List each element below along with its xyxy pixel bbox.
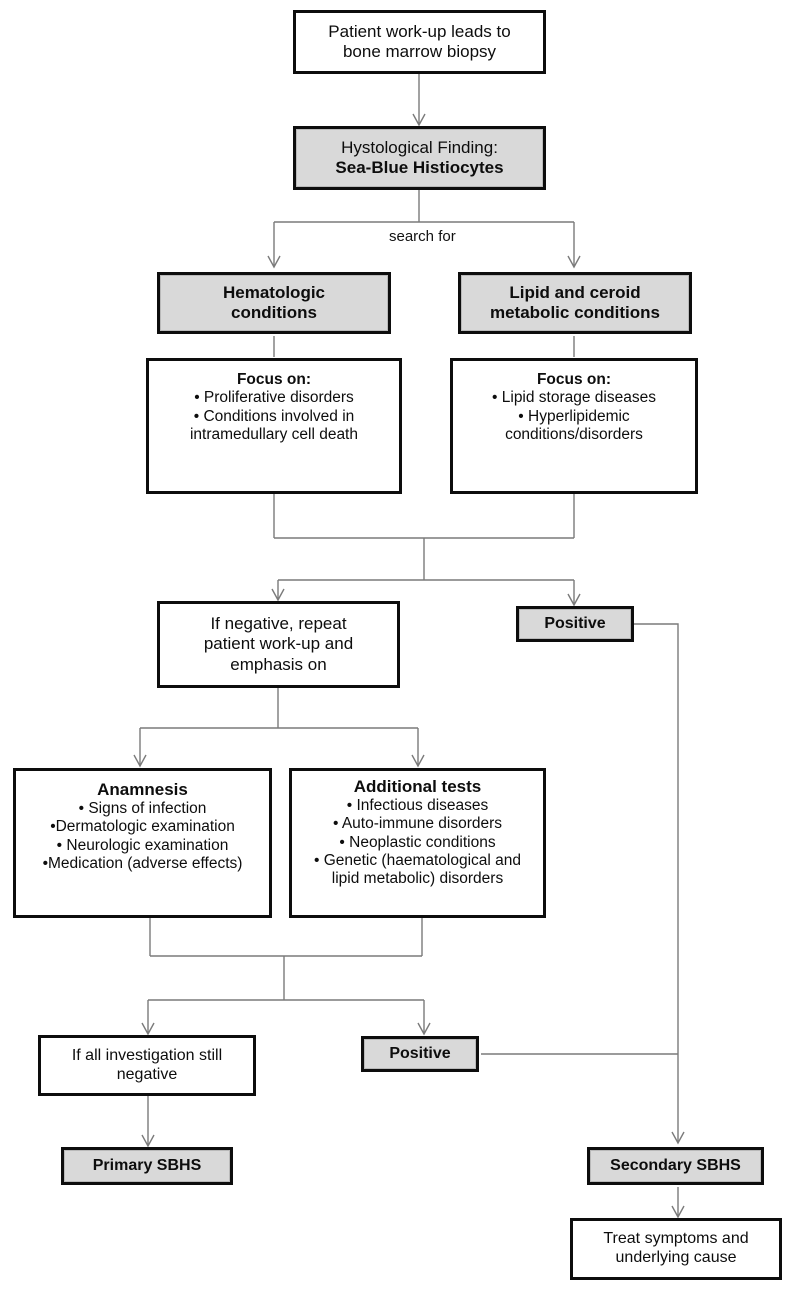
node-additional-tests-item1: • Infectious diseases <box>346 797 489 815</box>
node-histology-line1: Hystological Finding: <box>341 137 498 157</box>
node-additional-tests-heading: Additional tests <box>353 777 482 796</box>
node-anamnesis-item4: •Medication (adverse effects) <box>42 854 243 872</box>
node-anamnesis-heading: Anamnesis <box>97 780 188 799</box>
node-focus-hem-heading: Focus on: <box>236 371 312 388</box>
node-hematologic-conditions[interactable]: Hematologic conditions <box>157 272 391 334</box>
node-focus-hem-item1: • Proliferative disorders <box>194 389 354 407</box>
node-histological-finding[interactable]: Hystological Finding: Sea-Blue Histiocyt… <box>293 126 546 190</box>
node-additional-tests[interactable]: Additional tests • Infectious diseases •… <box>289 768 546 918</box>
node-focus-hem-item3: intramedullary cell death <box>189 425 358 443</box>
node-focus-lipid-heading: Focus on: <box>536 371 612 388</box>
node-positive-top-label: Positive <box>544 614 606 632</box>
node-biopsy[interactable]: Patient work-up leads to bone marrow bio… <box>293 10 546 74</box>
node-focus-lipid-item3: conditions/disorders <box>505 425 643 443</box>
node-if-negative-line1: If negative, repeat <box>210 614 347 634</box>
node-all-negative-line1: If all investigation still <box>71 1046 223 1064</box>
node-positive-bottom-label: Positive <box>389 1044 451 1062</box>
node-lipid-line1: Lipid and ceroid <box>509 282 641 302</box>
node-positive-bottom[interactable]: Positive <box>361 1036 479 1072</box>
node-focus-lipid-item2: • Hyperlipidemic <box>518 407 630 425</box>
node-treat-line1: Treat symptoms and <box>603 1230 749 1248</box>
node-additional-tests-item4: • Genetic (haematological and <box>313 851 522 869</box>
node-biopsy-line2: bone marrow biopsy <box>342 42 497 61</box>
node-if-negative-line2: patient work-up and <box>203 634 354 654</box>
node-lipid-ceroid-conditions[interactable]: Lipid and ceroid metabolic conditions <box>458 272 692 334</box>
node-biopsy-line1: Patient work-up leads to <box>328 21 511 41</box>
edge-label-search-for: search for <box>385 228 460 245</box>
node-lipid-line2: metabolic conditions <box>489 303 661 322</box>
node-if-negative-repeat[interactable]: If negative, repeat patient work-up and … <box>157 601 400 688</box>
node-positive-top[interactable]: Positive <box>516 606 634 642</box>
node-anamnesis-item1: • Signs of infection <box>78 800 207 818</box>
edge-positive-top-rail <box>634 623 679 1142</box>
node-treat-symptoms[interactable]: Treat symptoms and underlying cause <box>570 1218 782 1280</box>
node-additional-tests-item2: • Auto-immune disorders <box>332 815 503 833</box>
node-hematologic-line2: conditions <box>231 303 317 322</box>
node-focus-hem-item2: • Conditions involved in <box>193 407 355 425</box>
node-if-negative-line3: emphasis on <box>230 654 327 674</box>
node-focus-lipid[interactable]: Focus on: • Lipid storage diseases • Hyp… <box>450 358 698 494</box>
node-anamnesis[interactable]: Anamnesis • Signs of infection •Dermatol… <box>13 768 272 918</box>
node-histology-line2: Sea-Blue Histiocytes <box>335 158 504 177</box>
node-primary-sbhs[interactable]: Primary SBHS <box>61 1147 233 1185</box>
node-all-investigation-negative[interactable]: If all investigation still negative <box>38 1035 256 1096</box>
node-secondary-sbhs[interactable]: Secondary SBHS <box>587 1147 764 1185</box>
node-primary-sbhs-label: Primary SBHS <box>92 1156 202 1174</box>
node-secondary-sbhs-label: Secondary SBHS <box>610 1156 741 1174</box>
node-all-negative-line2: negative <box>116 1065 178 1083</box>
node-anamnesis-item3: • Neurologic examination <box>56 836 229 854</box>
node-hematologic-line1: Hematologic <box>222 282 326 302</box>
node-focus-hematologic[interactable]: Focus on: • Proliferative disorders • Co… <box>146 358 402 494</box>
node-additional-tests-item3: • Neoplastic conditions <box>339 833 496 851</box>
node-treat-line2: underlying cause <box>615 1249 737 1266</box>
node-focus-lipid-item1: • Lipid storage diseases <box>492 389 656 407</box>
node-anamnesis-item2: •Dermatologic examination <box>50 818 235 836</box>
node-additional-tests-item5: lipid metabolic) disorders <box>331 870 504 888</box>
